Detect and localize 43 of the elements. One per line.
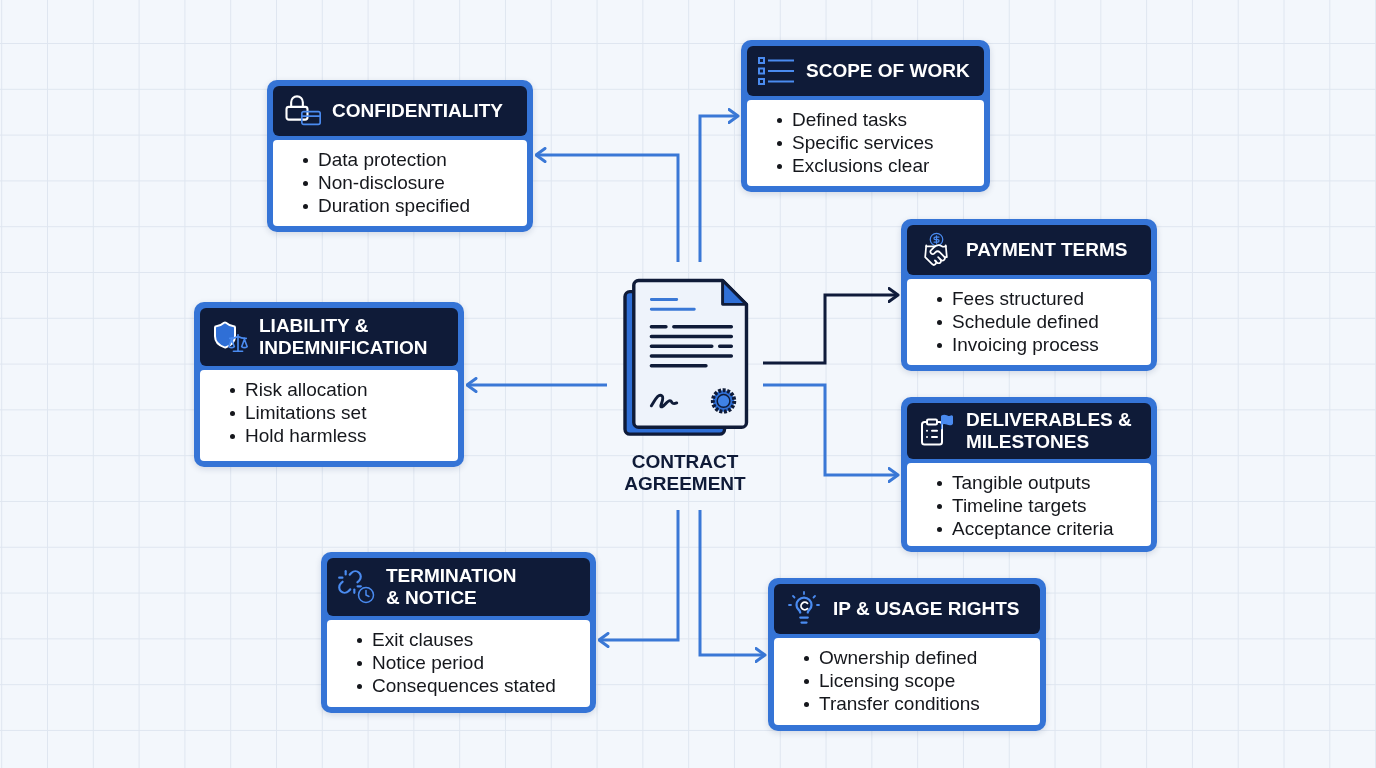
bullet-item: Schedule defined (937, 310, 1099, 333)
connector-arrow (763, 287, 900, 365)
bullet-item: Consequences stated (357, 674, 556, 697)
clause-card (194, 302, 464, 467)
bullet-item: Timeline targets (937, 494, 1087, 517)
card-title: TERMINATION & NOTICE (386, 565, 518, 609)
bullet-item: Defined tasks (777, 108, 908, 131)
card-title: DELIVERABLES & MILESTONES (966, 409, 1133, 453)
connector-arrow (465, 377, 607, 393)
card-title: SCOPE OF WORK (806, 60, 970, 82)
bullet-item: Tangible outputs (937, 471, 1091, 494)
bullet-item: Exclusions clear (777, 154, 930, 177)
card-title: CONFIDENTIALITY (332, 100, 503, 122)
bullet-item: Licensing scope (804, 669, 956, 692)
bullet-item: Specific services (777, 131, 934, 154)
bullet-item: Acceptance criteria (937, 517, 1114, 540)
card-title: PAYMENT TERMS (966, 239, 1128, 261)
bullet-item: Limitations set (230, 401, 367, 424)
connector-arrow (597, 510, 680, 648)
connector-arrow (698, 108, 740, 262)
bullet-item: Fees structured (937, 287, 1084, 310)
clause-card (267, 80, 533, 232)
node-label: CONTRACT AGREEMENT (623, 451, 747, 495)
clause-card (901, 219, 1157, 371)
connector-arrow (534, 147, 680, 262)
bullet-item: Transfer conditions (804, 692, 980, 715)
card-title: LIABILITY & INDEMNIFICATION (259, 315, 429, 359)
card-title: IP & USAGE RIGHTS (833, 598, 1020, 620)
connector-arrow (698, 510, 767, 663)
clause-card (768, 578, 1046, 731)
bullet-item: Non-disclosure (303, 171, 445, 194)
bullet-item: Ownership defined (804, 646, 978, 669)
bullet-item: Data protection (303, 148, 447, 171)
connector-arrow (763, 383, 900, 483)
bullet-item: Exit clauses (357, 628, 474, 651)
clause-card (901, 397, 1157, 552)
bullet-item: Invoicing process (937, 333, 1099, 356)
clause-card (321, 552, 596, 713)
bullet-item: Duration specified (303, 194, 471, 217)
bullet-item: Risk allocation (230, 378, 368, 401)
clause-card (741, 40, 990, 192)
bullet-item: Notice period (357, 651, 484, 674)
bullet-item: Hold harmless (230, 424, 367, 447)
